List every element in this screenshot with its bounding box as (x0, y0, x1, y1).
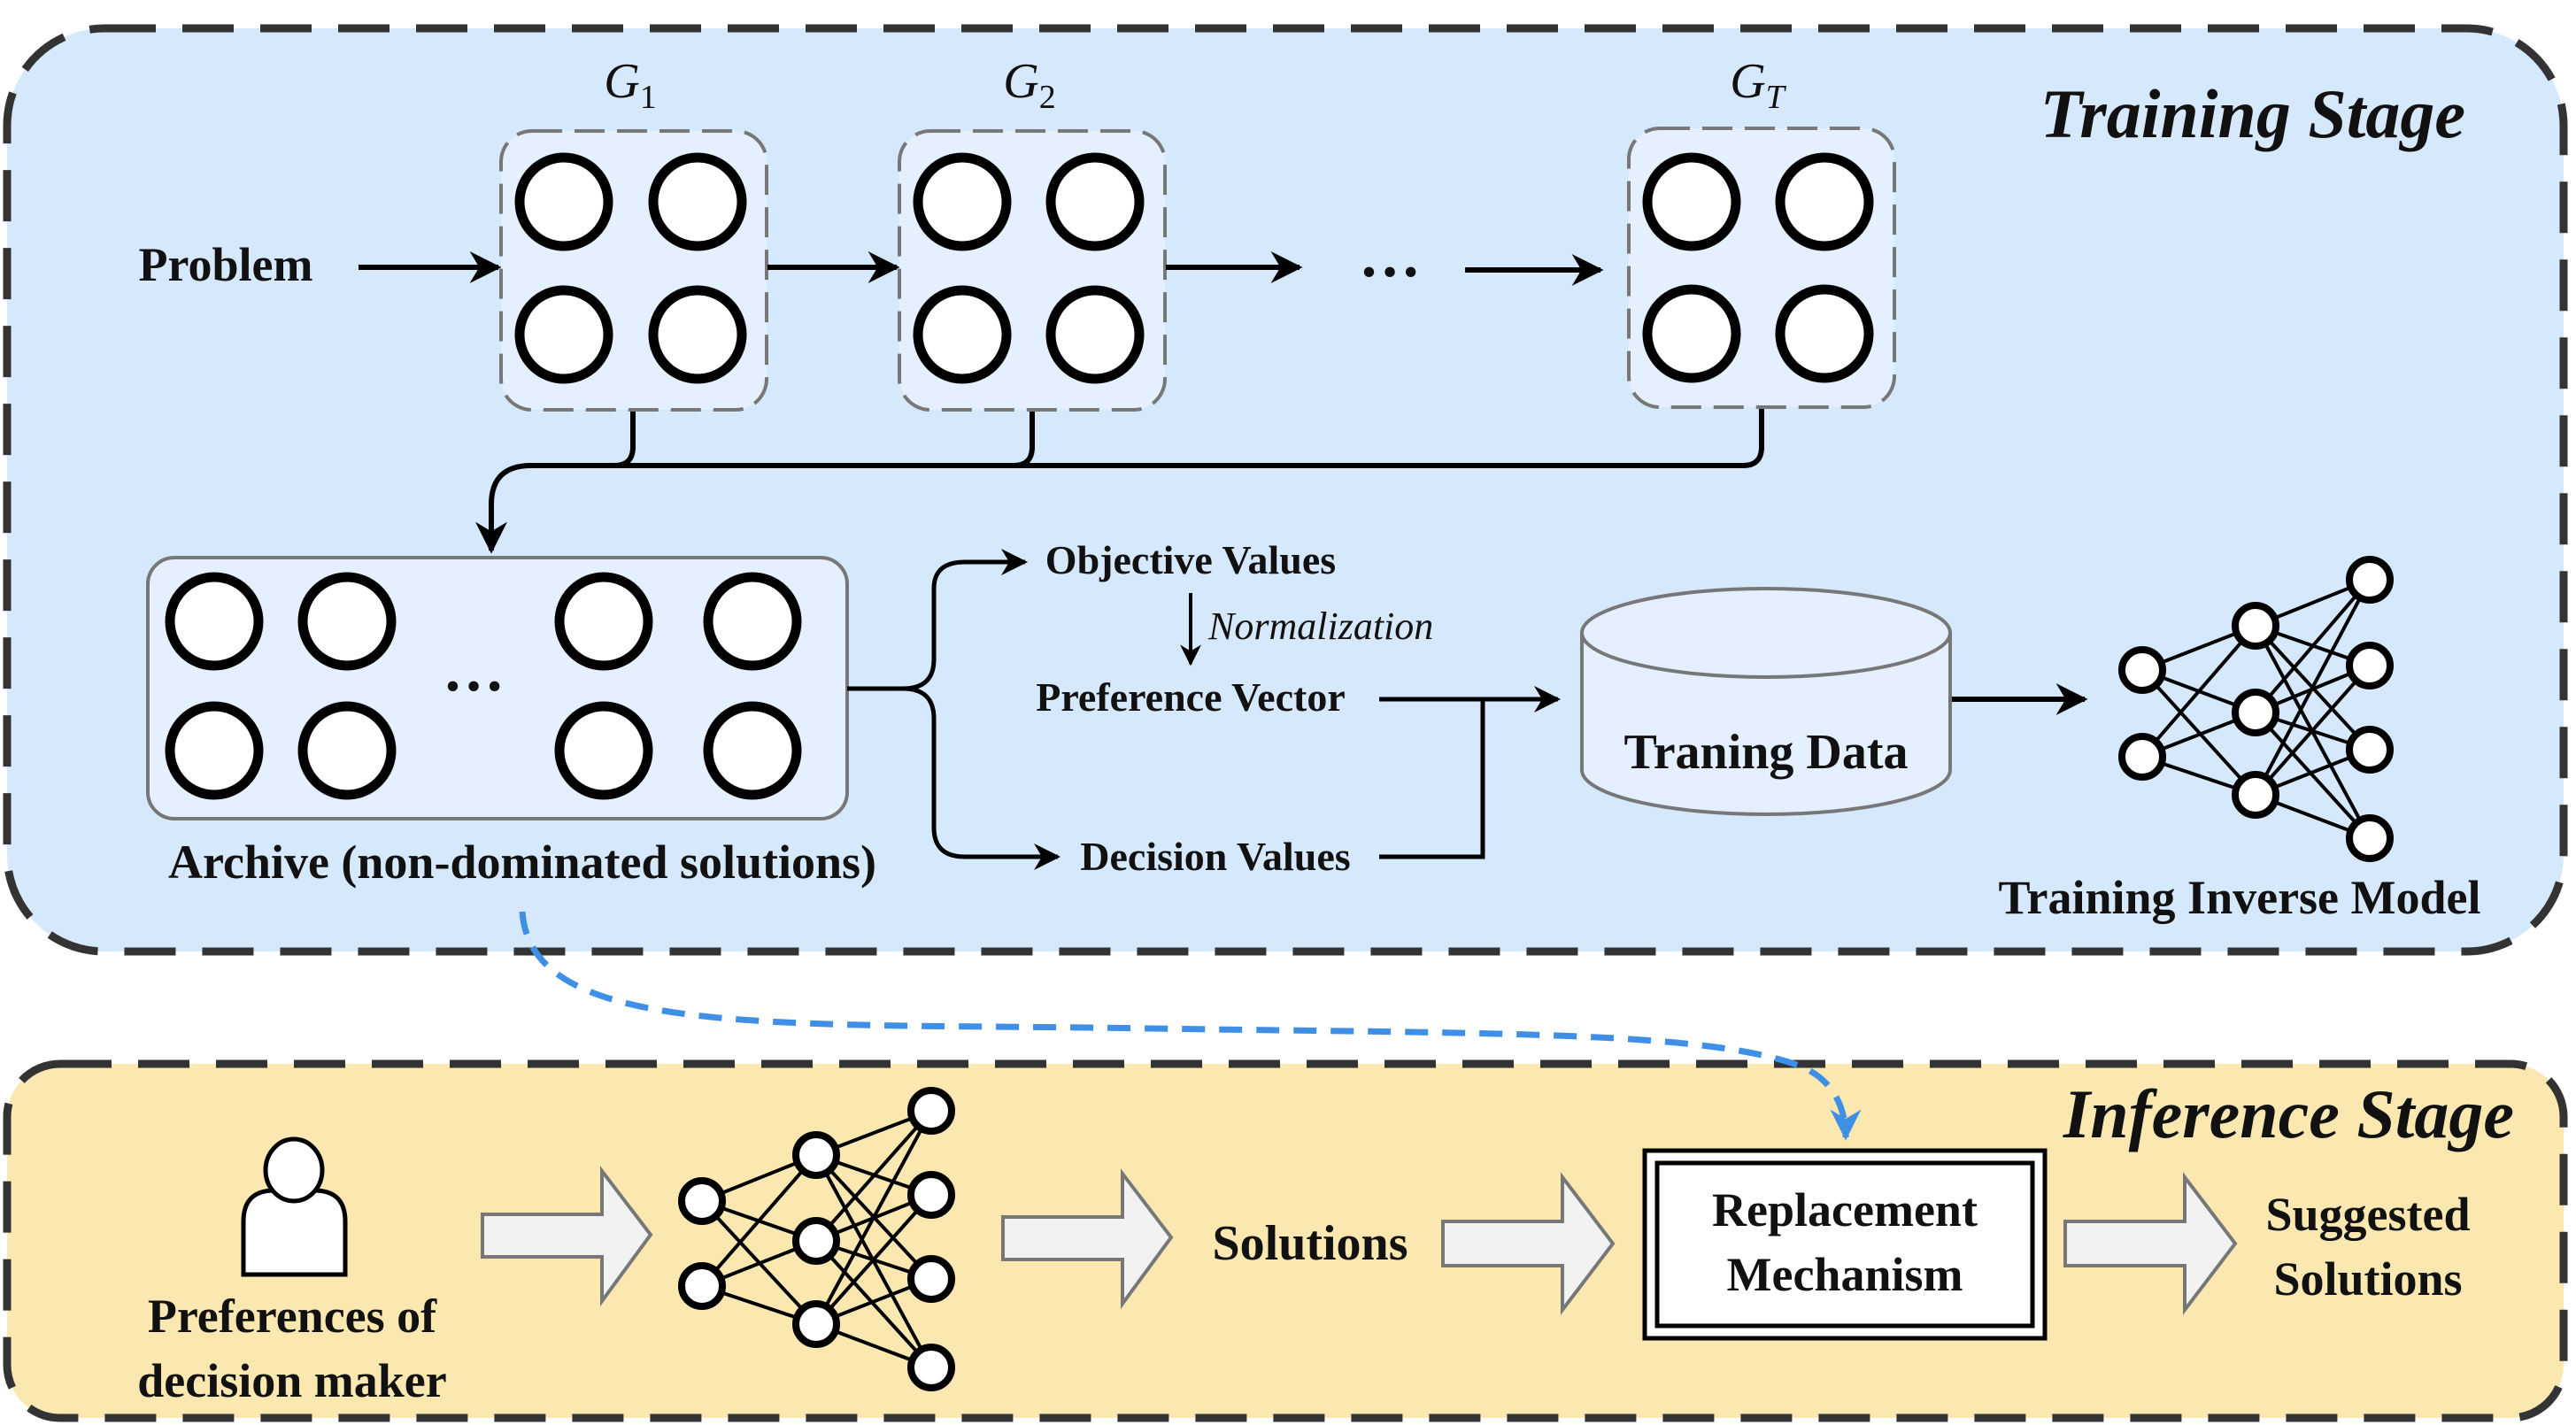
network-node (907, 1255, 955, 1303)
preference-vector-label: Preference Vector (1036, 674, 1346, 720)
hollow-arrow (2063, 1172, 2238, 1315)
preferences-label-line2: decision maker (137, 1354, 446, 1407)
network-node (2346, 556, 2394, 604)
population-node (648, 285, 747, 384)
network-node (678, 1177, 726, 1225)
archive-collection-connector (475, 409, 1764, 554)
network-node (678, 1262, 726, 1310)
replacement-label-line2: Mechanism (1727, 1248, 1963, 1301)
archive-node (703, 572, 802, 671)
network-node (907, 1171, 955, 1219)
inverse-model-network (2118, 556, 2394, 862)
population-node (1642, 152, 1741, 251)
population-node (1642, 284, 1741, 383)
network-node (2346, 814, 2394, 862)
population-node (913, 285, 1012, 384)
population-node (1045, 285, 1145, 384)
network-node (2232, 689, 2279, 736)
archive-to-replacement-link (519, 911, 1862, 1141)
inference-network (678, 1087, 955, 1391)
inverse-model-label: Training Inverse Model (1999, 871, 2481, 924)
generation-label-gt: GT (1730, 54, 1786, 116)
network-node (2346, 726, 2394, 774)
normalization-label: Normalization (1207, 605, 1433, 648)
archive-node (297, 572, 397, 671)
training-data-merge-connector (1379, 686, 1561, 859)
replacement-mechanism-box (1642, 1148, 2048, 1341)
population-node (514, 285, 613, 384)
population-node (913, 152, 1012, 251)
archive-node (703, 701, 802, 800)
archive-ellipsis: … (443, 636, 505, 705)
archive-node (165, 572, 264, 671)
objective-values-label: Objective Values (1045, 537, 1336, 582)
network-node (2346, 642, 2394, 689)
network-node (907, 1087, 955, 1135)
training-stage-title: Training Stage (2040, 75, 2465, 152)
network-node (792, 1300, 840, 1348)
population-box-g2 (898, 129, 1167, 412)
population-box-gt (1627, 127, 1896, 409)
problem-label: Problem (139, 238, 313, 291)
replacement-label-line1: Replacement (1712, 1183, 1978, 1236)
hollow-arrow (1001, 1168, 1174, 1310)
network-node (792, 1131, 840, 1179)
decision-maker-icon (241, 1136, 348, 1277)
archive-box (146, 556, 849, 820)
network-node (2118, 733, 2166, 781)
network-node (792, 1217, 840, 1265)
archive-node (554, 572, 653, 671)
solutions-label: Solutions (1213, 1216, 1408, 1271)
hollow-arrow (481, 1166, 653, 1307)
network-node (2232, 602, 2279, 650)
preferences-label-line1: Preferences of (148, 1290, 437, 1343)
suggested-label-line2: Solutions (2273, 1252, 2462, 1306)
archive-split-connector (847, 549, 1060, 870)
hollow-arrow (1441, 1172, 1616, 1315)
inference-stage-title: Inference Stage (2063, 1075, 2514, 1152)
population-node (648, 152, 747, 251)
generation-label-g1: G1 (604, 54, 656, 116)
population-box-g1 (499, 129, 768, 412)
population-node (514, 152, 613, 251)
training-data-label: Traning Data (1624, 725, 1909, 780)
network-node (907, 1344, 955, 1391)
suggested-label-line1: Suggested (2265, 1188, 2470, 1241)
population-node (1045, 152, 1145, 251)
population-node (1775, 284, 1874, 383)
population-node (1775, 152, 1874, 251)
archive-node (554, 701, 653, 800)
archive-node (165, 701, 264, 800)
generation-ellipsis: … (1359, 222, 1421, 290)
network-node (2118, 646, 2166, 694)
archive-node (297, 701, 397, 800)
network-node (2232, 771, 2279, 819)
training-data-database (1580, 587, 1952, 816)
generation-label-g2: G2 (1003, 54, 1055, 116)
decision-values-label: Decision Values (1080, 834, 1350, 879)
archive-label: Archive (non-dominated solutions) (168, 836, 876, 889)
